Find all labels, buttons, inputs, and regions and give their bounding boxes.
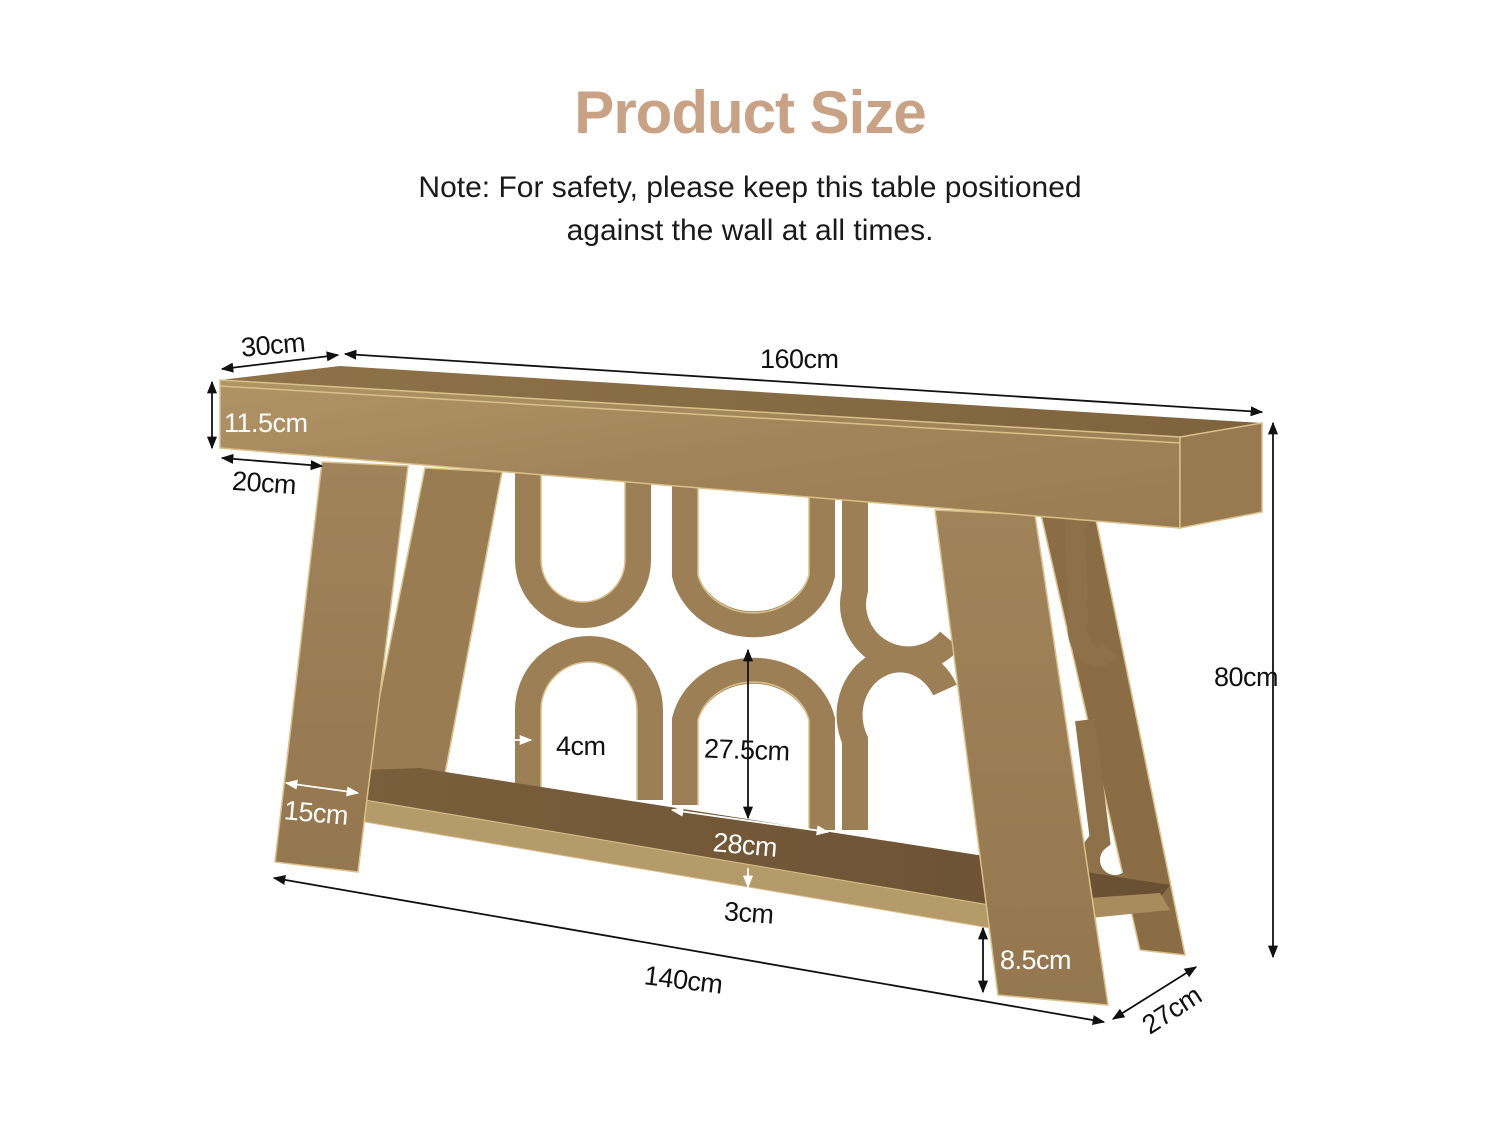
label-top-length: 160cm — [760, 344, 839, 374]
label-top-overhang: 20cm — [231, 465, 298, 501]
dim-top-length-line — [343, 349, 1264, 417]
label-arch-height: 27.5cm — [703, 733, 791, 767]
dimension-lines-white — [284, 734, 830, 889]
safety-note-line-1: Note: For safety, please keep this table… — [418, 171, 1082, 204]
left-front-leg — [274, 461, 409, 873]
label-top-depth: 30cm — [239, 327, 307, 363]
label-leg-width: 15cm — [282, 795, 350, 831]
safety-note-line-2: against the wall at all times. — [566, 214, 934, 247]
safety-note: Note: For safety, please keep this table… — [0, 166, 1500, 252]
page-title: Product Size — [574, 79, 926, 146]
label-arch-thickness: 4cm — [556, 731, 606, 761]
dim-base-depth-line — [1111, 966, 1198, 1020]
label-top-thickness: 11.5cm — [224, 408, 308, 438]
arch-panel — [515, 472, 960, 830]
dim-base-length-line — [272, 874, 1106, 1026]
label-shelf-clearance: 8.5cm — [1000, 945, 1072, 975]
dim-top-depth-line — [220, 351, 340, 373]
dim-arch-width-line — [670, 806, 830, 836]
label-arch-width: 28cm — [711, 827, 779, 863]
dim-overhang-line — [220, 453, 324, 471]
dimension-lines — [206, 349, 1279, 1026]
label-total-height: 80cm — [1214, 662, 1279, 692]
label-shelf-thickness: 3cm — [723, 896, 775, 930]
dim-leg-width-line — [284, 779, 360, 797]
arch-edge-lines — [540, 472, 810, 830]
